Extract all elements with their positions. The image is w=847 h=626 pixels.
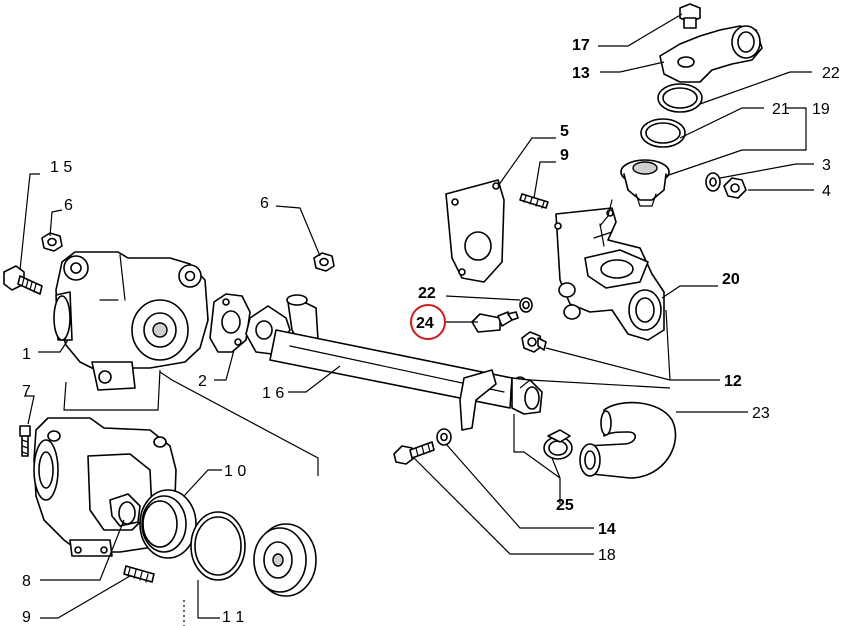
seal-10 (139, 489, 197, 559)
label-1: 1 (22, 346, 31, 363)
bolt-7 (19, 425, 31, 457)
label-23: 23 (752, 405, 770, 422)
label-13: 13 (572, 65, 590, 82)
outlet-elbow-13 (659, 25, 763, 83)
label-2: 2 (198, 373, 207, 390)
label-25: 25 (556, 497, 574, 514)
stud-9-upper (519, 193, 549, 209)
label-8: 8 (22, 573, 31, 590)
label-22-lower: 22 (418, 285, 436, 302)
coolant-pipe-16 (245, 294, 543, 431)
label-18: 18 (598, 547, 616, 564)
label-9-lower: 9 (22, 609, 31, 626)
label-6-center: 6 (260, 195, 269, 212)
pulley (253, 523, 317, 597)
plug-12 (521, 331, 547, 353)
label-10: 1 0 (224, 463, 246, 480)
o-ring-22-upper (657, 83, 703, 113)
label-7: 7 (22, 383, 31, 400)
washer-3 (705, 172, 721, 192)
thermostat-19 (620, 159, 670, 207)
label-3: 3 (822, 157, 831, 174)
label-16: 1 6 (262, 385, 284, 402)
leader-lines (19, 13, 814, 626)
label-21: 21 (772, 101, 790, 118)
label-11: 1 1 (222, 609, 244, 626)
o-ring-21 (640, 118, 686, 148)
label-9-upper: 9 (560, 147, 569, 164)
washer-14 (436, 428, 452, 446)
label-19: 19 (812, 101, 830, 118)
label-5: 5 (560, 123, 569, 140)
label-17: 17 (572, 37, 590, 54)
label-24: 24 (416, 315, 434, 332)
bolt-17 (679, 3, 701, 29)
gasket-2 (209, 293, 251, 353)
nut-6-center (313, 252, 335, 272)
label-14: 14 (598, 521, 616, 538)
stud-9-lower (123, 565, 155, 583)
hose-clamp-25 (543, 429, 573, 460)
label-15: 1 5 (50, 159, 72, 176)
label-22-upper: 22 (822, 65, 840, 82)
label-12: 12 (724, 373, 742, 390)
label-20: 20 (722, 271, 740, 288)
bolt-15 (3, 265, 43, 295)
washer-22-lower (519, 297, 533, 313)
label-6-left: 6 (64, 197, 73, 214)
hose-23 (579, 401, 677, 479)
bracket-plate-5 (445, 179, 505, 283)
nut-4 (723, 177, 747, 199)
nut-6-left (41, 232, 63, 252)
highlight-ring (410, 304, 446, 340)
label-4: 4 (822, 183, 831, 200)
o-ring-11 (190, 511, 246, 581)
temperature-sensor-24 (471, 311, 519, 333)
bolt-18 (393, 441, 435, 465)
reference-labels: 1 5 6 1 2 6 1 6 5 9 17 13 22 21 19 3 4 2… (22, 37, 840, 626)
water-pump-housing (53, 251, 209, 391)
thermostat-housing-20 (554, 199, 665, 341)
